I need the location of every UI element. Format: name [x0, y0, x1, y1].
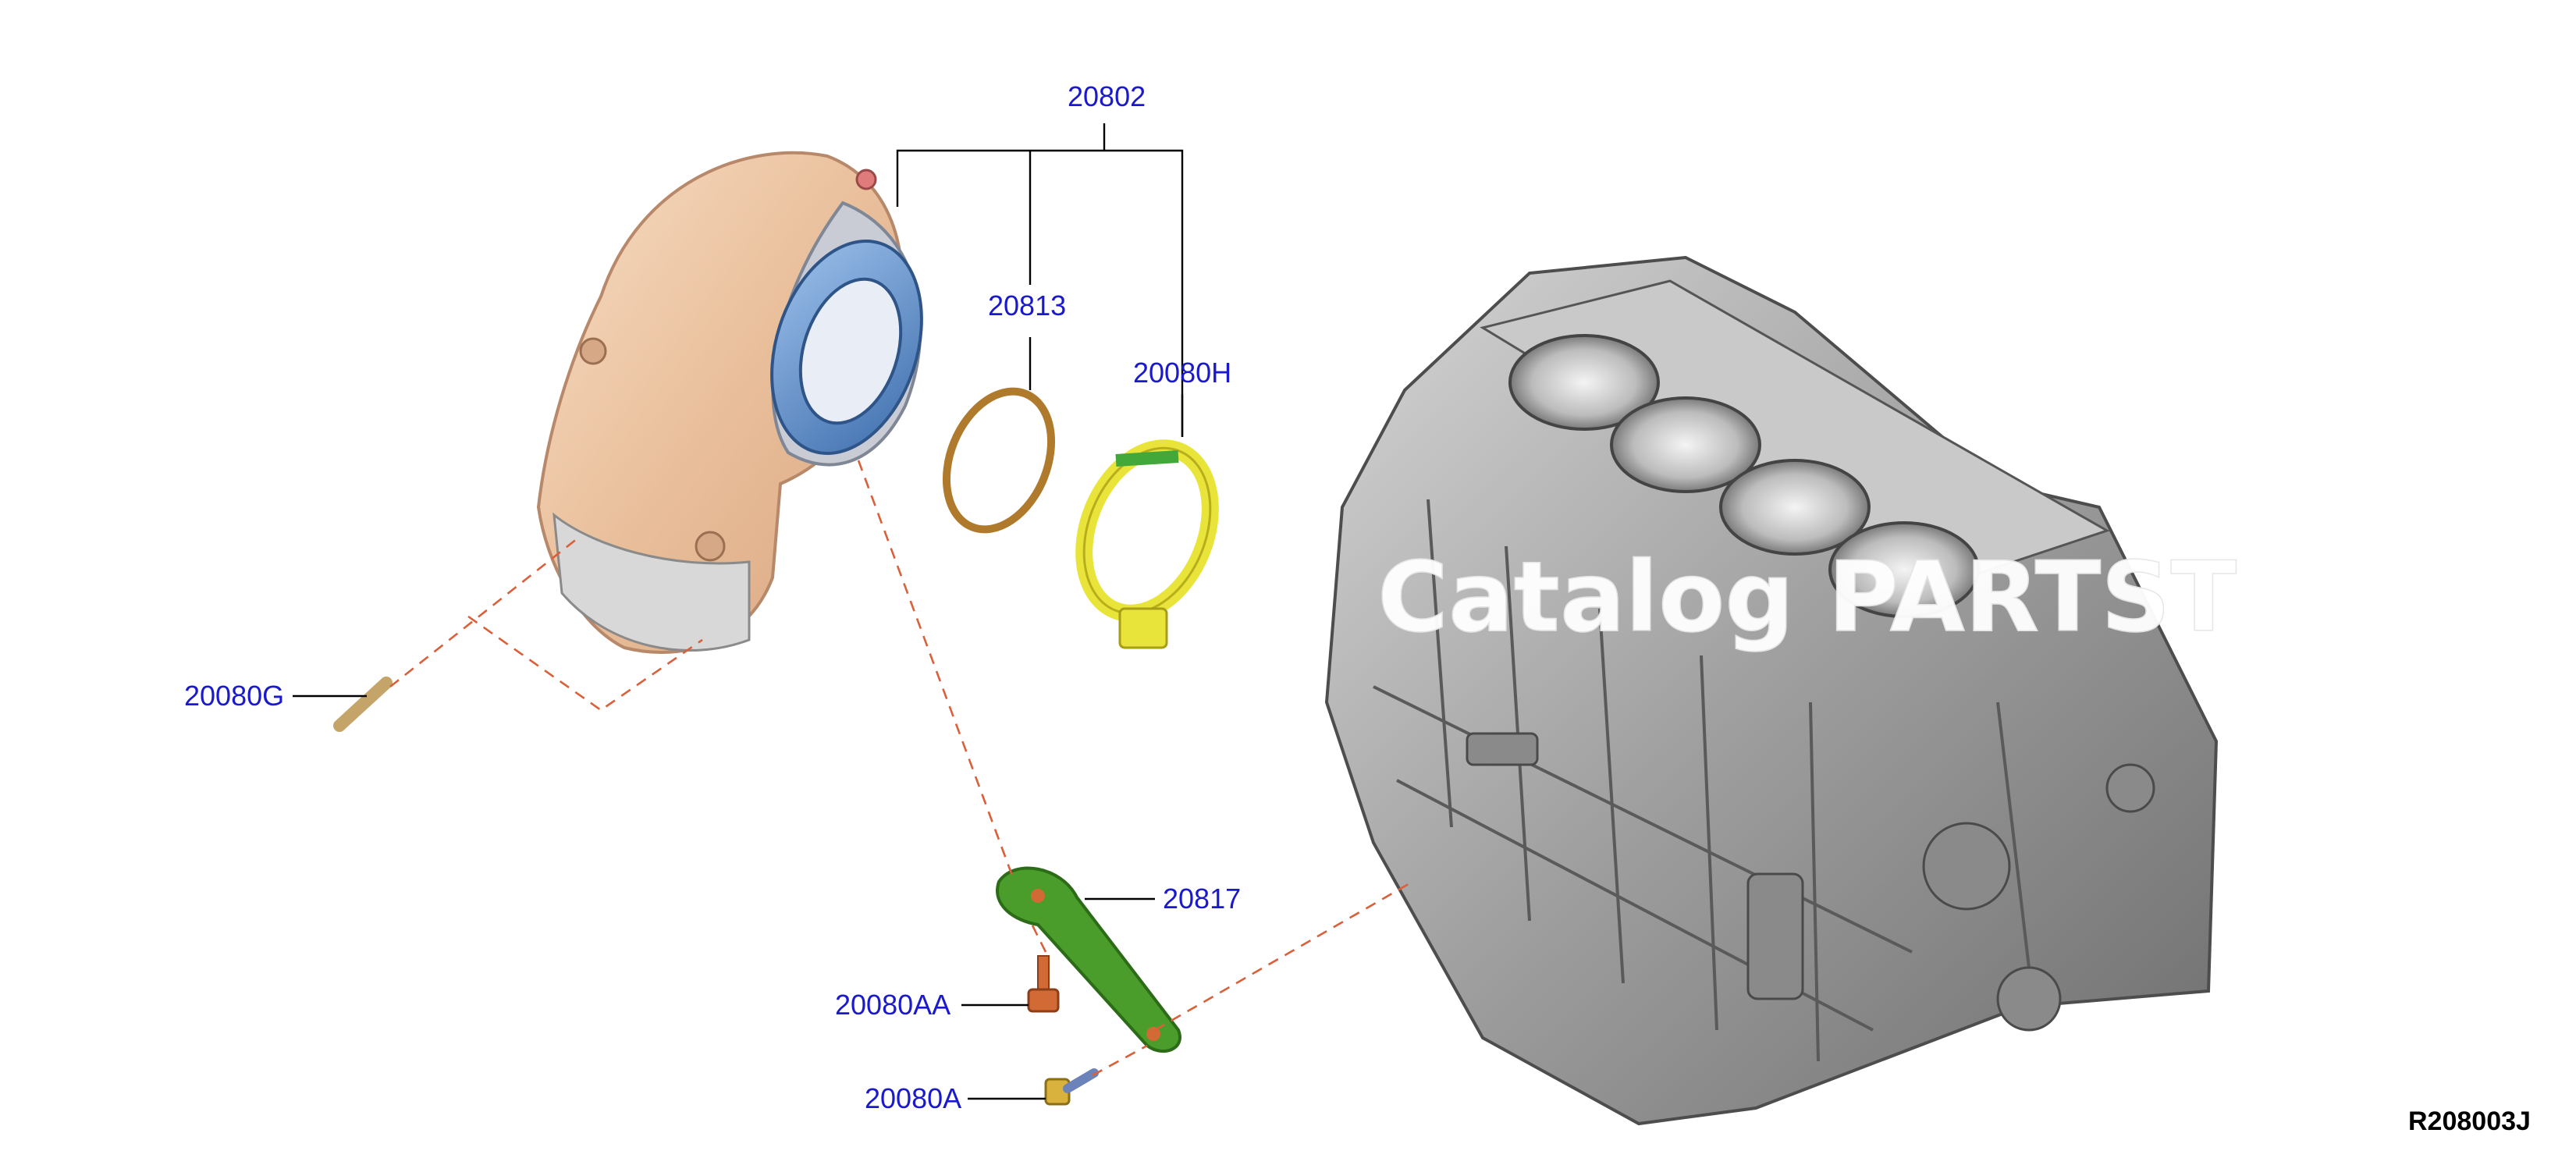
- cylinder-bore-1: [1508, 334, 1660, 431]
- callout-20080h[interactable]: 20080H: [1133, 357, 1231, 389]
- callout-20817[interactable]: 20817: [1163, 883, 1241, 915]
- cylinder-bore-3: [1719, 459, 1871, 556]
- callout-20080aa[interactable]: 20080AA: [835, 989, 950, 1021]
- stud-illustration: [333, 677, 393, 732]
- callout-20080a[interactable]: 20080A: [865, 1082, 961, 1114]
- callout-20080g[interactable]: 20080G: [184, 680, 284, 712]
- leader-lines: [293, 123, 1184, 1100]
- bolt-aa-illustration: [1027, 955, 1060, 1013]
- cylinder-bore-2: [1610, 396, 1761, 493]
- diagram-id: R208003J: [2408, 1106, 2531, 1136]
- assembly-lines: [389, 460, 1413, 1077]
- callout-20802[interactable]: 20802: [1068, 80, 1146, 112]
- bolt-a-illustration: [1044, 1068, 1099, 1106]
- bracket-illustration: [996, 866, 1181, 1053]
- cylinder-bore-4: [1828, 521, 1980, 618]
- clamp-illustration: [1075, 439, 1219, 649]
- converter-illustration: [536, 151, 923, 654]
- callout-20813[interactable]: 20813: [988, 290, 1066, 321]
- gasket-ring-illustration: [942, 387, 1056, 534]
- watermark: Catalog PARTST: [1377, 542, 2237, 654]
- engine-block-illustration: [1324, 255, 2219, 1126]
